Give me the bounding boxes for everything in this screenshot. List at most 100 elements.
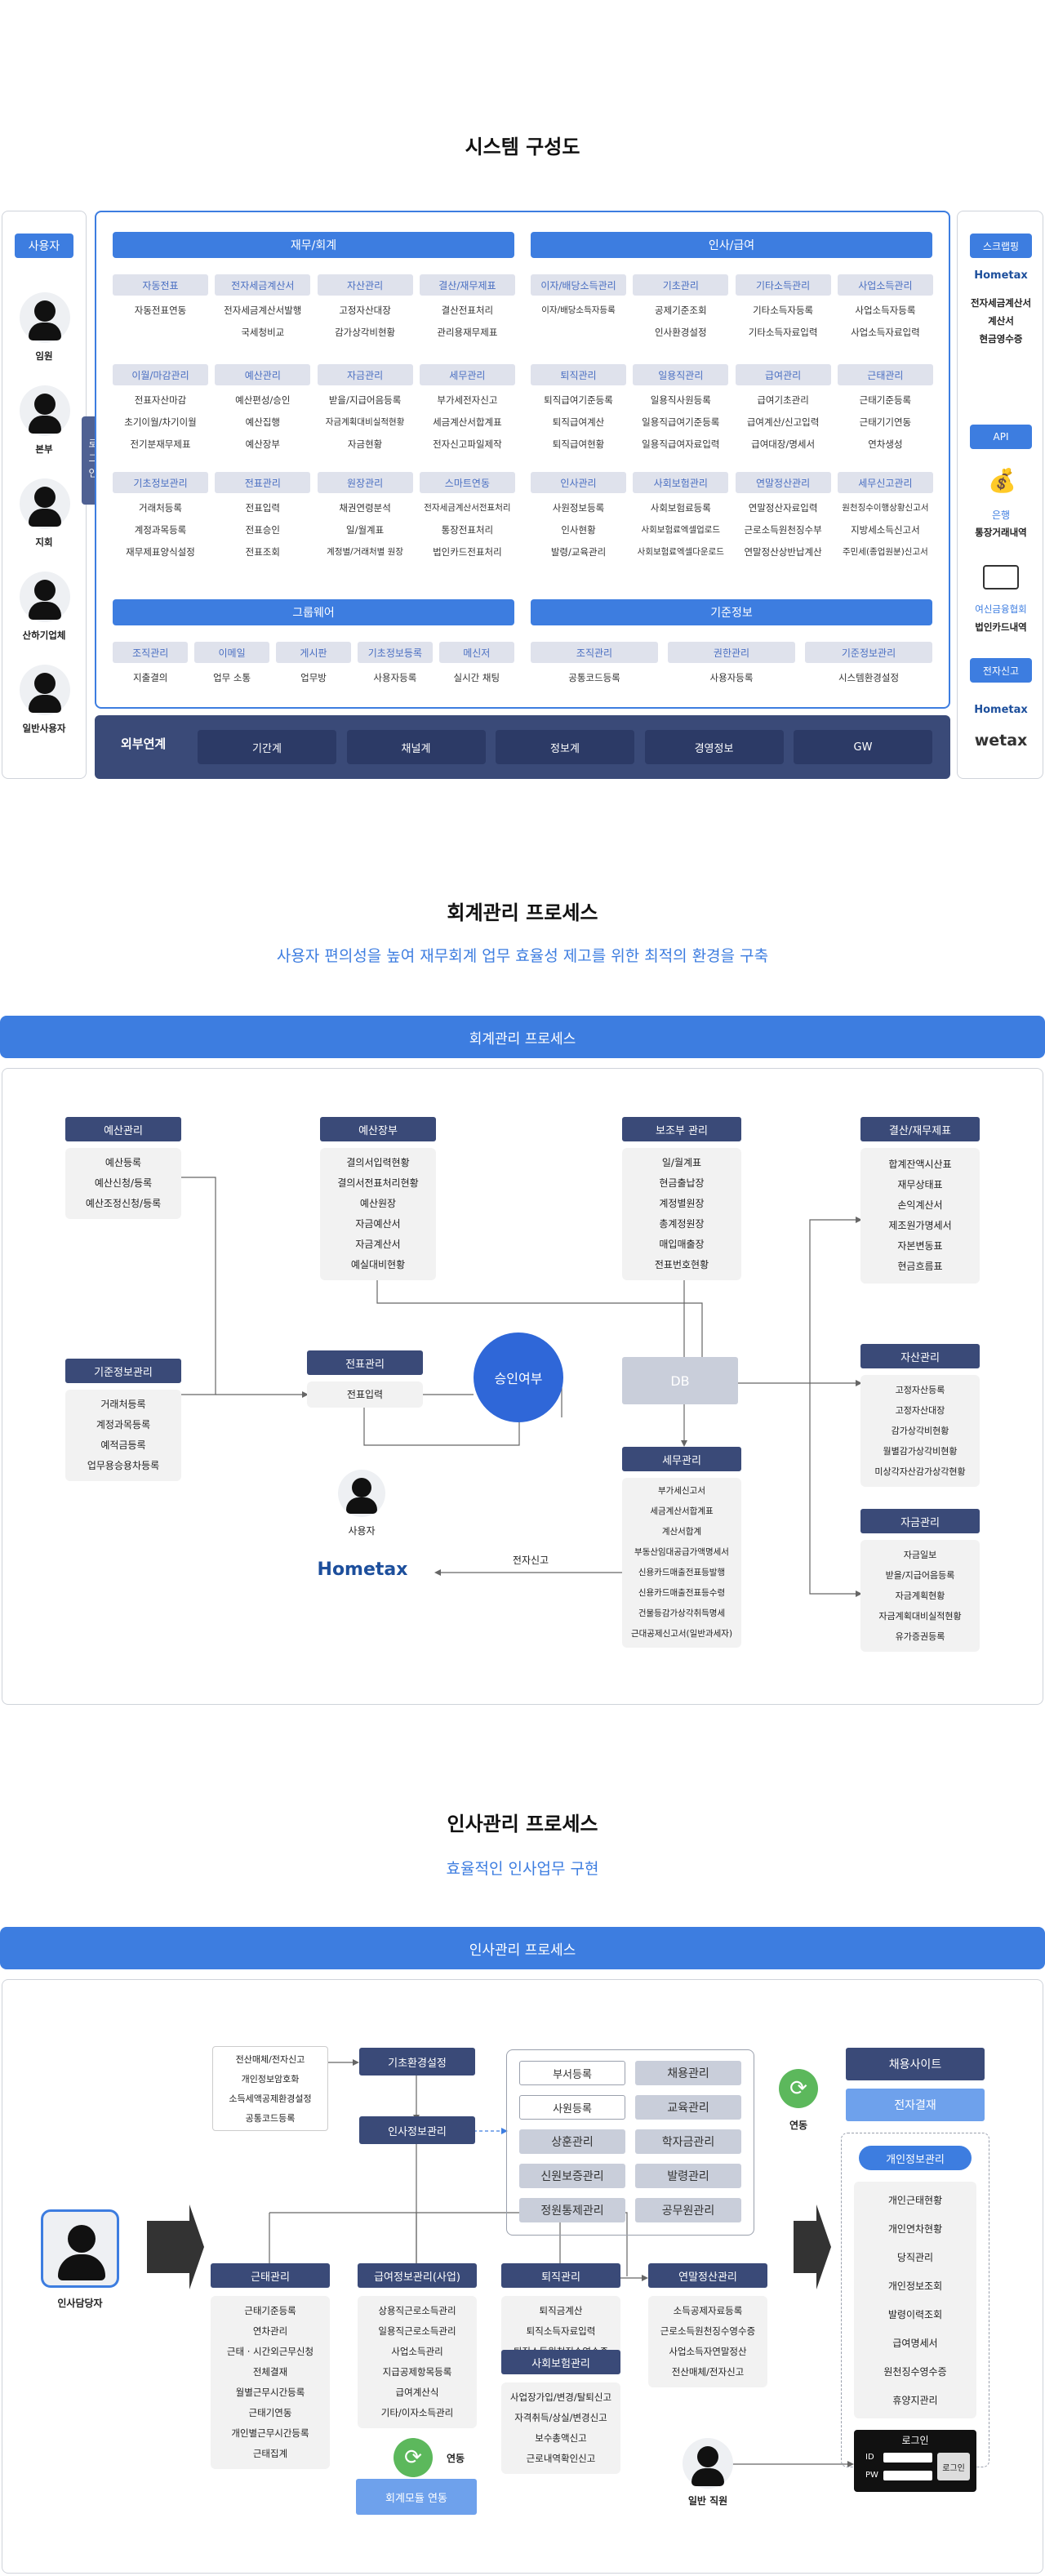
hr-grid-3-0[interactable]: 신원보증관리	[519, 2164, 625, 2188]
hr-sub-9[interactable]: 사회보험관리	[633, 472, 729, 493]
ext-item-2[interactable]: 정보계	[496, 730, 634, 764]
hr-grid-0-1[interactable]: 채용관리	[635, 2061, 741, 2085]
gw-sub-3[interactable]: 기초정보등록	[357, 642, 434, 663]
hr-grid-4-0[interactable]: 정원통제관리	[519, 2198, 625, 2222]
scrap-header: 스크랩핑	[970, 234, 1032, 258]
acct-item-7-1: 세금계산서합계표	[433, 416, 502, 428]
hr-sub-10[interactable]: 연말정산관리	[735, 472, 831, 493]
hr-sub-6[interactable]: 급여관리	[735, 364, 831, 385]
hr-sub-4[interactable]: 퇴직관리	[531, 364, 626, 385]
hr-insurance-item-3: 근로내역확인신고	[526, 2453, 596, 2464]
hr-attend-header[interactable]: 근태관리	[211, 2263, 330, 2288]
hr-grid-4-1[interactable]: 공무원관리	[635, 2198, 741, 2222]
acct-item-5-1: 예산집행	[245, 416, 280, 428]
hr-grid-3-1[interactable]: 발령관리	[635, 2164, 741, 2188]
hr-sub-8[interactable]: 인사관리	[531, 472, 626, 493]
gw-sub-0[interactable]: 조직관리	[113, 642, 189, 663]
db-box: DB	[622, 1357, 738, 1404]
ext-item-3[interactable]: 경영정보	[644, 730, 784, 764]
acct-fund-header[interactable]: 자금관리	[860, 1509, 980, 1533]
acct-closing-header[interactable]: 결산/재무제표	[860, 1117, 980, 1141]
acct-sub-9[interactable]: 전표관리	[215, 472, 311, 493]
hr-sub-5[interactable]: 일용직관리	[633, 364, 729, 385]
manager-avatar	[41, 2209, 119, 2288]
hr-pay-header[interactable]: 급여정보관리(사업)	[358, 2263, 477, 2288]
acct-budget-header[interactable]: 예산관리	[65, 1117, 181, 1141]
acct-basic-header[interactable]: 기준정보관리	[65, 1359, 181, 1383]
hr-grid-2-0[interactable]: 상훈관리	[519, 2129, 625, 2154]
base-sub-0[interactable]: 조직관리	[531, 642, 658, 663]
hr-attend-item-3: 전체결재	[252, 2366, 288, 2378]
hr-item-3-1: 사업소득자료입력	[851, 327, 920, 338]
acct-slip-header[interactable]: 전표관리	[307, 1350, 423, 1375]
person-icon	[352, 1478, 371, 1497]
hr-grid-1-1[interactable]: 교육관리	[635, 2095, 741, 2120]
hr-process-subtitle: 효율적인 인사업무 구현	[446, 1860, 599, 1878]
acct-sub-4[interactable]: 이월/마감관리	[113, 364, 208, 385]
acct-asset-header[interactable]: 자산관리	[860, 1344, 980, 1368]
hr-item-6-2: 급여대장/명세서	[751, 438, 816, 450]
approve-circle[interactable]: 승인여부	[474, 1332, 563, 1422]
hr-sub-3[interactable]: 사업소득관리	[837, 274, 933, 296]
hr-sub-0[interactable]: 이자/배당소득관리	[531, 274, 626, 296]
pw-input[interactable]	[883, 2471, 932, 2480]
acct-sub-1[interactable]: 전자세금계산서	[215, 274, 311, 296]
hr-year-header[interactable]: 연말정산관리	[648, 2263, 767, 2288]
recruit-site[interactable]: 채용사이트	[846, 2048, 985, 2080]
acct-sub-11[interactable]: 스마트연동	[419, 472, 515, 493]
acct-fund-item-4: 유가증권등록	[895, 1631, 945, 1642]
hr-sub-7[interactable]: 근태관리	[837, 364, 933, 385]
user-avatar-1	[20, 385, 70, 436]
esign-box[interactable]: 전자결재	[846, 2089, 985, 2121]
acct-sub-8[interactable]: 기초정보관리	[113, 472, 208, 493]
person-icon	[68, 2225, 96, 2253]
acct-item-2-0: 고정자산대장	[339, 305, 391, 316]
gw-sub-4[interactable]: 메신저	[438, 642, 514, 663]
hr-retire-header[interactable]: 퇴직관리	[501, 2263, 620, 2288]
module-link-box[interactable]: 회계모듈 연동	[356, 2479, 477, 2515]
person-body	[29, 416, 61, 434]
hr-pay-item-0: 상용직근로소득관리	[378, 2305, 456, 2316]
general-label: 일반 직원	[687, 2495, 728, 2507]
ext-item-4[interactable]: GW	[794, 730, 932, 764]
person-body	[29, 602, 61, 620]
acct-sub-5[interactable]: 예산관리	[215, 364, 311, 385]
ext-item-0[interactable]: 기간계	[198, 730, 336, 764]
acct-sub-0[interactable]: 자동전표	[113, 274, 208, 296]
hr-sub-2[interactable]: 기타소득관리	[735, 274, 831, 296]
hr-sub-11[interactable]: 세무신고관리	[837, 472, 933, 493]
acct-sub-2[interactable]: 자산관리	[317, 274, 413, 296]
acct-sub-3[interactable]: 결산/재무제표	[419, 274, 515, 296]
ext-item-1[interactable]: 채널계	[346, 730, 486, 764]
base-sub-2[interactable]: 기준정보관리	[805, 642, 932, 663]
id-input[interactable]	[883, 2453, 932, 2463]
hr-item-6-1: 급여계산/신고입력	[746, 416, 820, 428]
hr-insurance-header[interactable]: 사회보험관리	[501, 2350, 620, 2374]
acct-sub-10[interactable]: 원장관리	[317, 472, 413, 493]
login-button[interactable]: 로그인	[937, 2453, 970, 2480]
base-sub-1[interactable]: 권한관리	[668, 642, 795, 663]
hr-setup-box[interactable]: 기초환경설정	[359, 2048, 475, 2075]
hr-grid-1-0[interactable]: 사원등록	[519, 2095, 625, 2120]
hr-info-box[interactable]: 인사정보관리	[359, 2116, 475, 2144]
acct-sub-7[interactable]: 세무관리	[419, 364, 515, 385]
acct-aux-header[interactable]: 보조부 관리	[622, 1117, 741, 1141]
gw-sub-1[interactable]: 이메일	[193, 642, 270, 663]
gw-sub-2[interactable]: 게시판	[275, 642, 352, 663]
acct-budgetbook-header[interactable]: 예산장부	[320, 1117, 436, 1141]
login-title: 로그인	[901, 2435, 929, 2446]
acct-tax-header[interactable]: 세무관리	[622, 1447, 741, 1471]
user-label-2: 지회	[35, 536, 53, 548]
acct-sub-6[interactable]: 자금관리	[317, 364, 413, 385]
acct-budget-item-1: 예산신청/등록	[94, 1177, 153, 1189]
hr-grid-0-0[interactable]: 부서등록	[519, 2061, 625, 2085]
acct-asset-item-3: 월별감가상각비현황	[883, 1446, 958, 1457]
acct-budgetbook-item-2: 예산원장	[359, 1198, 397, 1209]
hr-sub-1[interactable]: 기초관리	[633, 274, 729, 296]
hr-grid-2-1[interactable]: 학자금관리	[635, 2129, 741, 2154]
wetax-logo: wetax	[974, 732, 1028, 750]
